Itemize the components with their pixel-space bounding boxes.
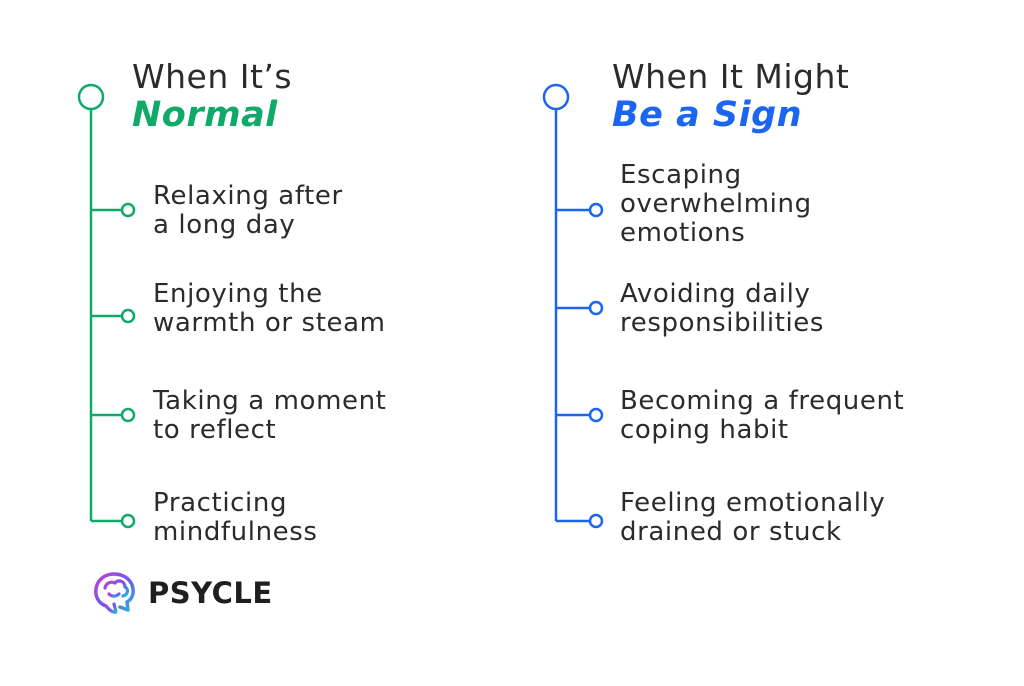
normal-timeline bbox=[77, 83, 136, 529]
sign-item-3-line-1: Becoming a frequent bbox=[620, 386, 905, 416]
sign-item-4-line-1: Feeling emotionally bbox=[620, 488, 886, 518]
sign-column-title: When It Might Be a Sign bbox=[612, 58, 849, 135]
normal-node-2 bbox=[120, 308, 136, 324]
normal-title-line2: Normal bbox=[132, 95, 278, 135]
sign-item-1: Escaping overwhelming emotions bbox=[620, 161, 812, 248]
sign-item-2-line-2: responsibilities bbox=[620, 308, 825, 338]
normal-item-3-line-1: Taking a moment bbox=[153, 386, 387, 416]
brain-head-icon bbox=[94, 572, 135, 614]
sign-node-2 bbox=[588, 300, 604, 316]
normal-node-3 bbox=[120, 407, 136, 423]
sign-node-3 bbox=[588, 407, 604, 423]
normal-item-3-line-2: to reflect bbox=[153, 415, 277, 445]
sign-timeline bbox=[542, 83, 604, 529]
sign-item-1-line-2: overwhelming bbox=[620, 189, 812, 219]
normal-item-1-line-1: Relaxing after bbox=[153, 181, 343, 211]
normal-item-1-line-2: a long day bbox=[153, 210, 296, 240]
sign-title-line2: Be a Sign bbox=[612, 95, 803, 135]
sign-item-2: Avoiding daily responsibilities bbox=[620, 280, 824, 338]
normal-item-4-line-2: mindfulness bbox=[153, 517, 318, 547]
normal-item-4: Practicing mindfulness bbox=[153, 489, 318, 547]
sign-node-1 bbox=[588, 202, 604, 218]
sign-item-3: Becoming a frequent coping habit bbox=[620, 387, 904, 445]
sign-item-2-line-1: Avoiding daily bbox=[620, 279, 811, 309]
normal-item-2-line-2: warmth or steam bbox=[153, 308, 386, 338]
normal-header-node bbox=[77, 83, 105, 111]
normal-node-1 bbox=[120, 202, 136, 218]
normal-node-4 bbox=[120, 513, 136, 529]
normal-column-title: When It’s Normal bbox=[132, 58, 292, 135]
normal-item-2: Enjoying the warmth or steam bbox=[153, 280, 386, 338]
normal-item-4-line-1: Practicing bbox=[153, 488, 288, 518]
sign-item-1-line-3: emotions bbox=[620, 218, 746, 248]
sign-item-3-line-2: coping habit bbox=[620, 415, 789, 445]
sign-header-node bbox=[542, 83, 570, 111]
sign-node-4 bbox=[588, 513, 604, 529]
psycle-logo: PSYCLE bbox=[92, 570, 273, 616]
sign-item-1-line-1: Escaping bbox=[620, 160, 742, 190]
normal-item-2-line-1: Enjoying the bbox=[153, 279, 323, 309]
normal-item-3: Taking a moment to reflect bbox=[153, 387, 386, 445]
sign-item-4-line-2: drained or stuck bbox=[620, 517, 842, 547]
sign-title-line1: When It Might bbox=[612, 57, 850, 96]
sign-item-4: Feeling emotionally drained or stuck bbox=[620, 489, 885, 547]
logo-wordmark: PSYCLE bbox=[148, 576, 273, 610]
normal-title-line1: When It’s bbox=[132, 57, 293, 96]
normal-item-1: Relaxing after a long day bbox=[153, 182, 343, 240]
